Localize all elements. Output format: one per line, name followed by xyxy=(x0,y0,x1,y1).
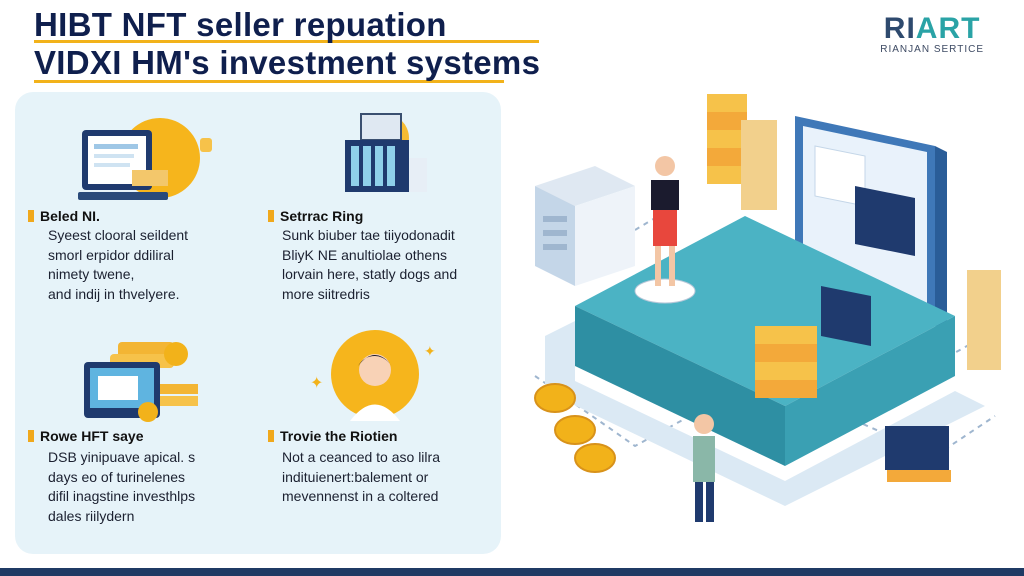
server-rack-icon xyxy=(345,113,427,192)
brand-subtitle: RIANJAN SERTICE xyxy=(880,44,984,55)
card-4-body: Not a ceanced to aso lilra indituienert:… xyxy=(282,448,440,507)
computer-coins-icon xyxy=(84,342,198,422)
card-1-line: nimety twene, xyxy=(48,266,135,282)
card-4-line: mevennenst in a coltered xyxy=(282,488,439,504)
card-3-line: DSB yinipuave apical. s xyxy=(48,449,196,465)
title-underline xyxy=(34,80,504,83)
svg-text:✦: ✦ xyxy=(310,373,323,392)
page-title-line-2: VIDXI HM's investment systems xyxy=(34,44,541,81)
card-4-line: indituienert:balement or xyxy=(282,468,429,485)
card-2-line: BliyK NE anultiolae othens xyxy=(282,246,447,263)
card-4-line: Not a ceanced to aso lilra xyxy=(282,449,440,465)
card-3-body: DSB yinipuave apical. s days eo of turin… xyxy=(48,448,195,526)
isometric-platform-icon xyxy=(534,94,1001,522)
card-2-line: more siitredris xyxy=(282,285,370,302)
footer-bar xyxy=(0,568,1024,576)
brand-name-part2: ART xyxy=(915,12,981,45)
card-1-body: Syeest clooral seildent smorl erpidor dd… xyxy=(48,226,188,304)
card-2-title: Setrrac Ring xyxy=(268,208,363,224)
card-2-body: Sunk biuber tae tiiyodonadit BliyK NE an… xyxy=(282,226,457,304)
brand-name: RIART xyxy=(880,12,984,46)
title-underline xyxy=(34,40,539,43)
card-1-title: Beled NI. xyxy=(28,208,100,224)
card-4-title: Trovie the Riotien xyxy=(268,428,397,444)
brand-name-part1: RI xyxy=(883,12,916,45)
brand-logo: RIART RIANJAN SERTICE xyxy=(880,12,984,55)
card-1-line: smorl erpidor ddiliral xyxy=(48,246,175,263)
card-2-line: lorvain here, statly dogs and xyxy=(282,266,458,282)
card-3-line: difil inagstine investhlps xyxy=(48,488,196,504)
card-1-line: and indij in thvelyere. xyxy=(48,285,180,302)
card-3-title: Rowe HFT saye xyxy=(28,428,143,444)
card-3-line: days eo of turinelenes xyxy=(48,468,185,485)
page-title-line-1: HIBT NFT seller repuation xyxy=(34,6,447,43)
person-avatar-icon: ✦ ✦ xyxy=(310,330,436,421)
card-3-line: dales riilydern xyxy=(48,507,135,524)
svg-text:✦: ✦ xyxy=(424,344,436,360)
card-1-line: Syeest clooral seildent xyxy=(48,227,189,243)
card-2-line: Sunk biuber tae tiiyodonadit xyxy=(282,227,455,243)
document-monitor-icon xyxy=(78,118,212,200)
